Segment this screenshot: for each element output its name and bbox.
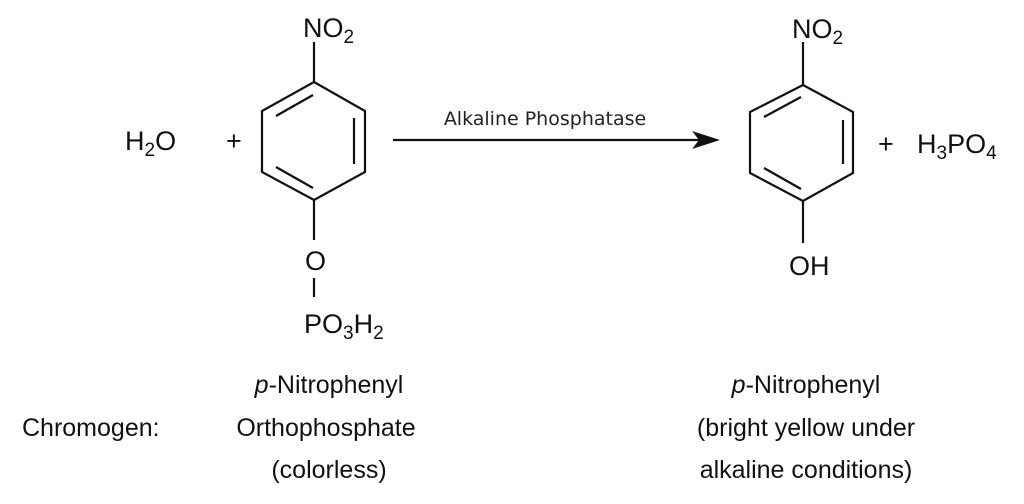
product-nitro-group: NO2 — [792, 14, 843, 49]
substrate-benzene-ring — [260, 42, 367, 297]
substrate-phosphate-group: PO3H2 — [304, 309, 384, 344]
substrate-caption-line3: (colorless) — [271, 456, 386, 484]
product-caption: p-Nitrophenyl (bright yellow under alkal… — [697, 371, 915, 484]
substrate-caption-line2: Orthophosphate — [236, 414, 415, 442]
substrate-caption-line1: p-Nitrophenyl — [254, 371, 404, 399]
water-formula: H2O — [125, 126, 176, 161]
substrate-ester-oxygen: O — [305, 246, 326, 276]
product-caption-line1: p-Nitrophenyl — [731, 371, 881, 399]
product-caption-line2: (bright yellow under — [697, 414, 915, 442]
product-benzene-ring — [748, 42, 855, 243]
substrate-nitro-group: NO2 — [303, 13, 354, 48]
plus-sign-right: + — [878, 129, 894, 159]
phosphoric-acid-formula: H3PO4 — [917, 129, 997, 164]
substrate-caption: p-Nitrophenyl Orthophosphate (colorless) — [236, 371, 415, 484]
enzyme-label: Alkaline Phosphatase — [444, 108, 646, 130]
product-caption-line3: alkaline conditions) — [700, 456, 913, 484]
chromogen-label: Chromogen: — [22, 414, 160, 442]
reaction-arrow — [393, 131, 720, 149]
plus-sign-left: + — [226, 126, 242, 156]
product-hydroxyl-group: OH — [789, 251, 830, 281]
